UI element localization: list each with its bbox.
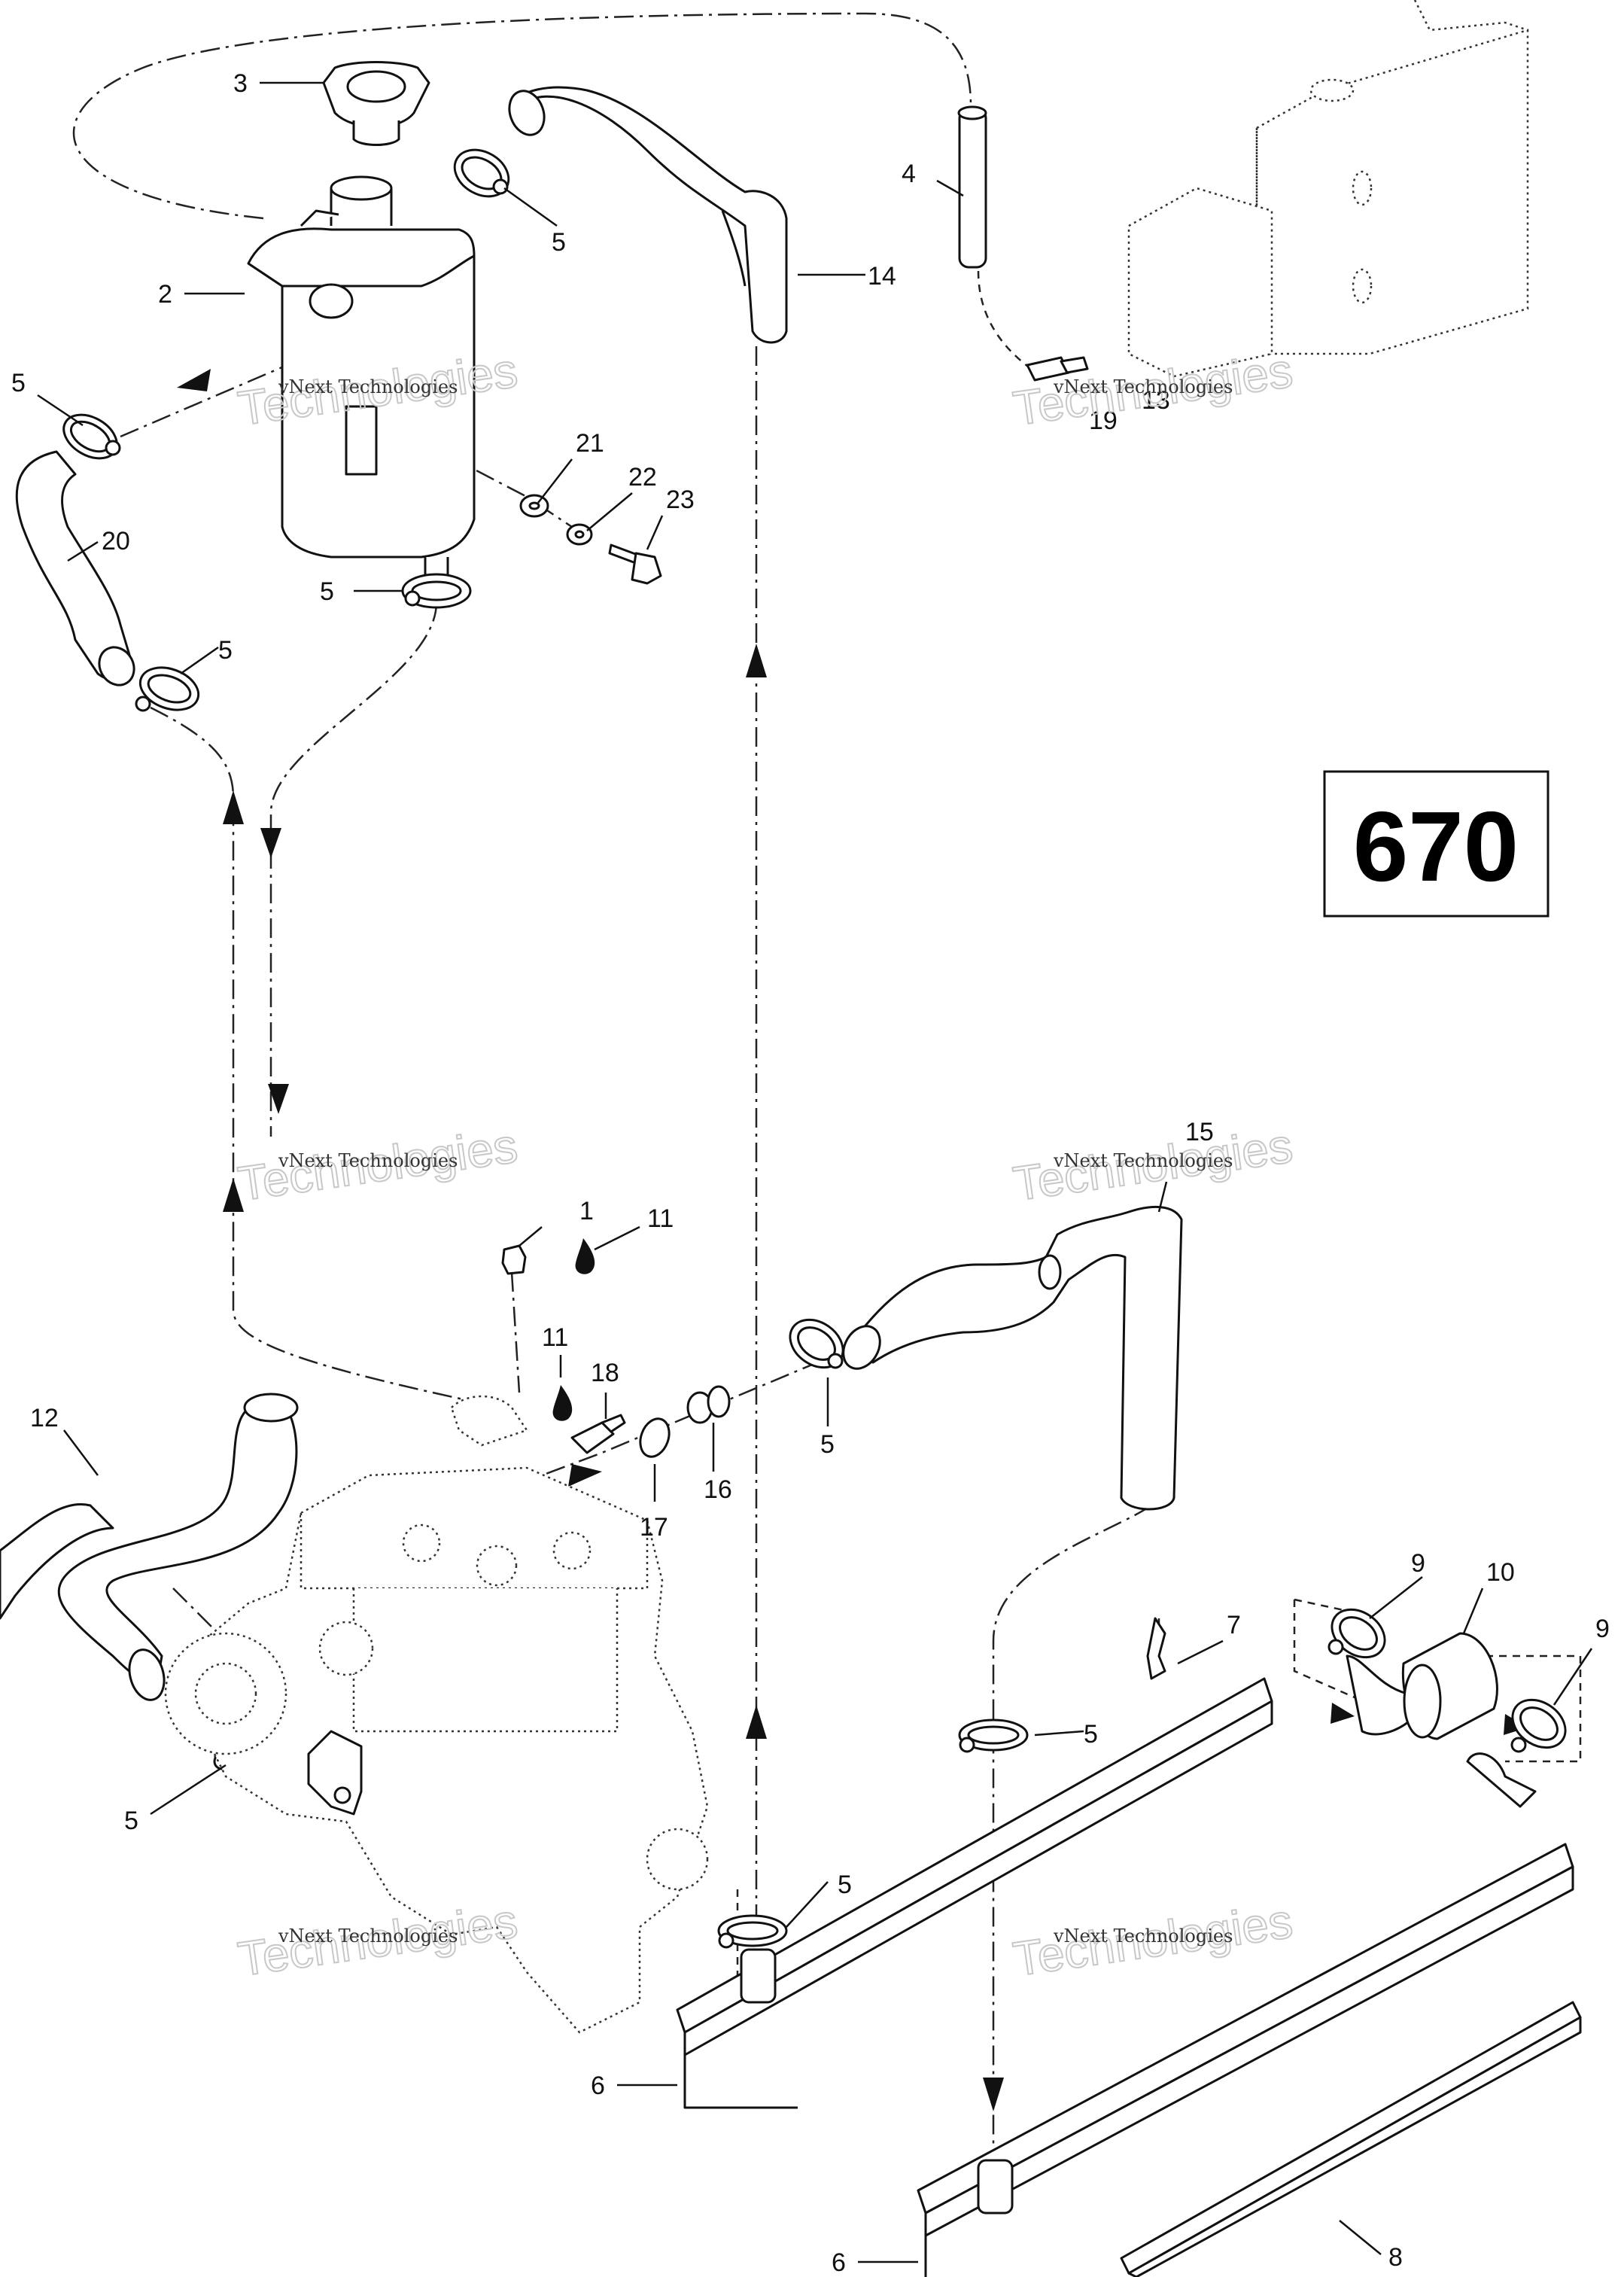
flow-arrow bbox=[746, 1705, 767, 1739]
flow-arrow bbox=[260, 828, 281, 858]
hose-20 bbox=[15, 450, 135, 686]
callout-9: 9 bbox=[1595, 1615, 1610, 1643]
vent-tube bbox=[957, 105, 987, 269]
callout-5: 5 bbox=[124, 1807, 138, 1835]
callout-9: 9 bbox=[1411, 1549, 1425, 1578]
hose-clamp bbox=[135, 666, 200, 712]
callout-20: 20 bbox=[102, 527, 130, 556]
callout-1: 1 bbox=[579, 1197, 594, 1225]
callout-3: 3 bbox=[233, 69, 248, 98]
callout-16: 16 bbox=[704, 1475, 732, 1504]
bleed-screw bbox=[501, 1244, 527, 1275]
callout-19: 19 bbox=[1089, 406, 1118, 435]
flow-arrow bbox=[568, 1464, 602, 1487]
watermark: Technologies vNext Technologies bbox=[234, 1118, 522, 1212]
o-ring bbox=[639, 1417, 671, 1458]
flow-arrow bbox=[268, 1084, 289, 1114]
callout-5: 5 bbox=[838, 1871, 852, 1899]
callout-7: 7 bbox=[1227, 1611, 1241, 1639]
thermostat bbox=[686, 1385, 731, 1424]
drop-icon-11a bbox=[575, 1238, 595, 1274]
callout-13: 13 bbox=[1142, 386, 1170, 415]
watermark: Technologies vNext Technologies bbox=[1009, 1893, 1297, 1987]
callout-11: 11 bbox=[647, 1204, 674, 1233]
callout-5: 5 bbox=[1084, 1720, 1098, 1749]
callout-18: 18 bbox=[591, 1359, 619, 1387]
washer-21 bbox=[519, 494, 549, 518]
hose-clamp bbox=[453, 148, 510, 198]
watermark-small: vNext Technologies bbox=[1053, 376, 1233, 397]
callout-23: 23 bbox=[666, 486, 695, 514]
hose-clamp bbox=[1327, 1608, 1386, 1659]
flow-arrow bbox=[746, 644, 767, 677]
page-number-box: 670 bbox=[1323, 770, 1549, 918]
watermark-small: vNext Technologies bbox=[278, 376, 458, 397]
callout-10: 10 bbox=[1486, 1558, 1515, 1587]
callout-17: 17 bbox=[640, 1513, 668, 1542]
bolt-23 bbox=[608, 543, 662, 585]
callouts: 3 2 4 5 14 19 13 5 21 22 23 20 5 5 1 11 … bbox=[11, 69, 1610, 2277]
flow-arrow bbox=[1331, 1703, 1355, 1724]
flow-arrow bbox=[177, 369, 211, 391]
lock-washer-22 bbox=[566, 523, 593, 546]
callout-2: 2 bbox=[158, 280, 172, 309]
temperature-sensor bbox=[570, 1414, 626, 1454]
hose-12 bbox=[0, 1393, 299, 1701]
callout-6: 6 bbox=[591, 2072, 605, 2100]
page-number: 670 bbox=[1353, 791, 1519, 902]
engine-block bbox=[164, 1395, 709, 2034]
vent-fitting bbox=[1026, 356, 1089, 382]
hose-14 bbox=[508, 86, 788, 344]
callout-8: 8 bbox=[1388, 2243, 1403, 2272]
callout-5: 5 bbox=[11, 369, 26, 397]
callout-5: 5 bbox=[320, 577, 334, 606]
callout-4: 4 bbox=[902, 160, 916, 188]
hose-clamp bbox=[789, 1318, 844, 1369]
callout-22: 22 bbox=[628, 463, 657, 492]
flow-arrow bbox=[223, 1178, 244, 1212]
watermark: Technologies vNext Technologies bbox=[234, 1893, 522, 1987]
watermark-small: vNext Technologies bbox=[278, 1150, 458, 1171]
hose-clamp bbox=[62, 413, 121, 460]
water-outlet bbox=[307, 1730, 363, 1816]
radiator-upper bbox=[676, 1654, 1416, 2109]
protector-strip bbox=[1120, 2001, 1582, 2277]
hose-clamp bbox=[401, 573, 472, 609]
connector-hose-10 bbox=[1401, 1632, 1498, 1740]
watermark: Technologies vNext Technologies bbox=[1009, 1118, 1297, 1212]
coolant-tank bbox=[247, 175, 476, 586]
callout-12: 12 bbox=[30, 1404, 59, 1432]
callout-11: 11 bbox=[542, 1323, 568, 1352]
callout-15: 15 bbox=[1185, 1118, 1214, 1146]
callout-14: 14 bbox=[868, 262, 896, 291]
watermark-small: vNext Technologies bbox=[1053, 1925, 1233, 1947]
drop-icon-11b bbox=[552, 1385, 573, 1421]
hose-clamp bbox=[1510, 1698, 1567, 1753]
callout-5: 5 bbox=[218, 636, 233, 665]
callout-5: 5 bbox=[820, 1430, 835, 1459]
push-rivet bbox=[1146, 1617, 1166, 1680]
callout-21: 21 bbox=[576, 429, 604, 458]
hose-clamp bbox=[958, 1718, 1029, 1753]
flow-arrow bbox=[983, 2078, 1004, 2111]
hose-15 bbox=[842, 1205, 1183, 1511]
leader-lines bbox=[37, 81, 1593, 2263]
watermark-small: vNext Technologies bbox=[278, 1925, 458, 1947]
watermark-small: vNext Technologies bbox=[1053, 1150, 1233, 1171]
air-silencer bbox=[1127, 0, 1529, 378]
callout-6: 6 bbox=[832, 2248, 846, 2277]
hose-clamp bbox=[717, 1914, 788, 1949]
pressure-cap bbox=[322, 61, 430, 146]
flow-arrow bbox=[223, 790, 244, 824]
callout-5: 5 bbox=[552, 228, 566, 257]
flow-arrows bbox=[177, 369, 1528, 2111]
radiator-lower bbox=[917, 1752, 1574, 2277]
